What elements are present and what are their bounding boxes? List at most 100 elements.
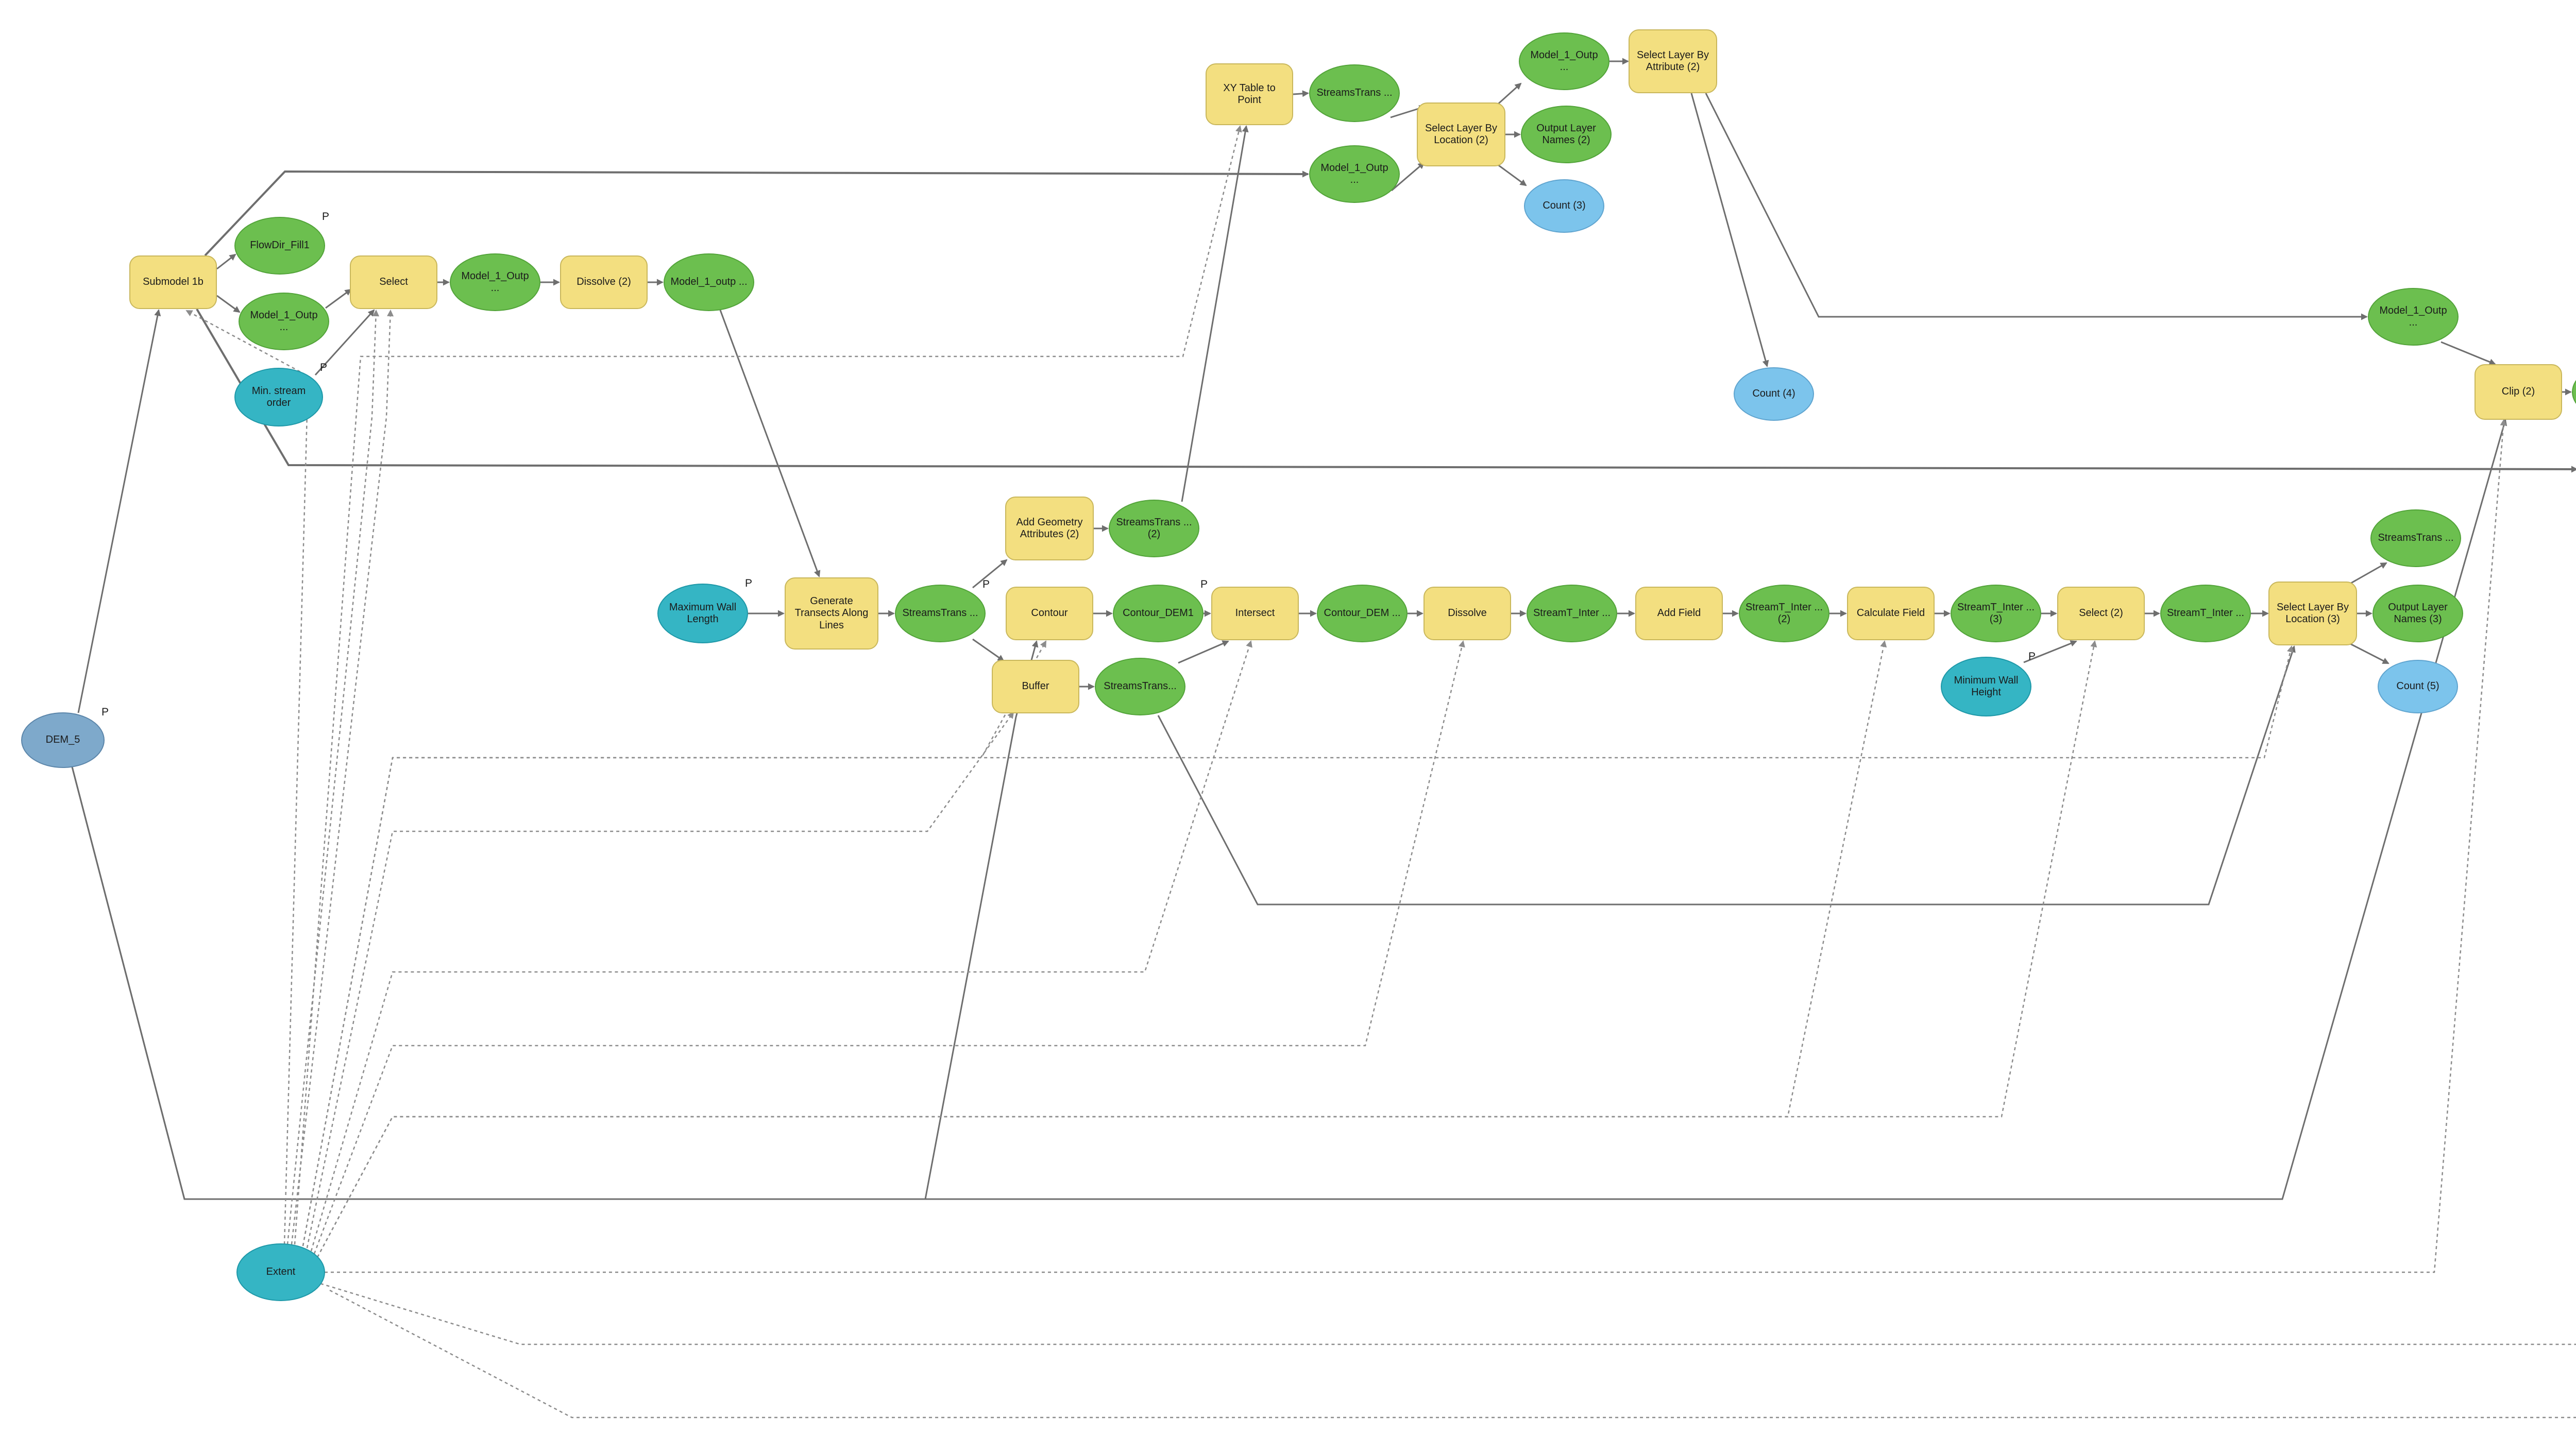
- edge-solid: [719, 310, 821, 577]
- parameter-marker: P: [2028, 651, 2036, 662]
- node-flowdir-fill1[interactable]: FlowDir_Fill1 P: [234, 211, 329, 275]
- node-label: Select Layer By Location (2): [1425, 122, 1498, 146]
- edge-solid: [972, 559, 1008, 589]
- edge-dashed: [313, 640, 1465, 1254]
- node-label: Dissolve: [1448, 607, 1487, 619]
- node-submodel1b[interactable]: Submodel 1b: [129, 255, 217, 309]
- edge-dashed: [320, 1283, 2576, 1345]
- node-dissolve[interactable]: Dissolve: [1423, 587, 1511, 640]
- node-calculate-field[interactable]: Calculate Field: [1847, 587, 1935, 640]
- node-minimum-wall-height[interactable]: Minimum Wall Height P: [1941, 651, 2036, 716]
- node-extent[interactable]: Extent: [236, 1243, 325, 1301]
- node-label: Select (2): [2079, 607, 2123, 619]
- node-generate-transects[interactable]: Generate Transects Along Lines: [785, 577, 878, 650]
- node-dissolve2[interactable]: Dissolve (2): [560, 255, 648, 309]
- node-model-1-outp-c[interactable]: Model_1_outp ...: [664, 253, 754, 311]
- node-select-layer-by-attribute-2[interactable]: Select Layer By Attribute (2): [1629, 29, 1717, 93]
- edge-solid: [2441, 341, 2496, 365]
- parameter-marker: P: [101, 706, 109, 718]
- node-label: Count (5): [2396, 680, 2439, 692]
- edge-solid: [216, 253, 236, 270]
- node-label: XY Table to Point: [1223, 82, 1276, 106]
- node-streamt-inter-2[interactable]: StreamT_Inter ... (2): [1739, 585, 1829, 642]
- edge-solid: [77, 309, 161, 713]
- node-label: Select: [379, 276, 408, 288]
- node-buffer[interactable]: Buffer: [992, 660, 1079, 713]
- edge-solid: [325, 288, 352, 309]
- node-streamt-inter-3[interactable]: StreamT_Inter ... (3): [1951, 585, 2041, 642]
- node-model-1-outp-e[interactable]: Model_1_Outp ...: [1519, 32, 1609, 90]
- node-label: Add Geometry Attributes (2): [1016, 516, 1083, 540]
- edge-solid: [314, 309, 375, 376]
- node-count-4[interactable]: Count (4): [1734, 367, 1814, 421]
- node-output-layer-names-3[interactable]: Output Layer Names (3): [2372, 585, 2463, 642]
- edge-solid: [1495, 162, 1527, 186]
- node-label: Min. stream order: [251, 385, 306, 408]
- parameter-marker: P: [321, 211, 329, 223]
- node-label: StreamsTrans ... (2): [1116, 516, 1192, 540]
- node-label: Count (3): [1543, 200, 1586, 212]
- node-select-layer-by-location-3[interactable]: Select Layer By Location (3): [2268, 582, 2357, 645]
- node-select[interactable]: Select: [350, 255, 437, 309]
- node-contour[interactable]: Contour: [1006, 587, 1093, 640]
- node-streamt-inter-b[interactable]: StreamT_Inter ...: [2160, 585, 2251, 642]
- node-count-5[interactable]: Count (5): [2378, 660, 2458, 713]
- node-add-field[interactable]: Add Field: [1635, 587, 1723, 640]
- node-model-1-outp-d[interactable]: Model_1_Outp ...: [1309, 145, 1400, 203]
- node-add-geometry-attributes-2[interactable]: Add Geometry Attributes (2): [1005, 497, 1094, 560]
- node-label: Intersect: [1235, 607, 1275, 619]
- node-streamt-inter-a[interactable]: StreamT_Inter ...: [1527, 585, 1617, 642]
- edge-dashed: [294, 125, 1242, 1245]
- node-xy-table-to-point[interactable]: XY Table to Point: [1206, 63, 1293, 125]
- node-select-2[interactable]: Select (2): [2057, 587, 2145, 640]
- node-streamstrans-c[interactable]: StreamsTrans...: [1095, 658, 1185, 715]
- edge-solid: [204, 170, 1309, 257]
- node-label: FlowDir_Fill1: [250, 240, 310, 251]
- edge-solid: [2348, 562, 2387, 586]
- node-label: Model_1_Outp ...: [461, 270, 529, 294]
- node-model-1-outp-b[interactable]: Model_1_Outp ...: [450, 253, 540, 311]
- edge-solid: [1705, 93, 2368, 320]
- node-label: Model_1_Outp ...: [2379, 304, 2447, 328]
- node-streamstrans-a[interactable]: StreamsTrans ...: [1309, 64, 1400, 122]
- node-label: StreamsTrans ...: [902, 607, 978, 619]
- edge-solid: [1181, 125, 1249, 502]
- node-contour-dem-d[interactable]: Contour_DEM ...: [1317, 585, 1408, 642]
- node-label: StreamsTrans ...: [2378, 532, 2454, 544]
- node-label: Count (4): [1752, 388, 1795, 400]
- edge-dashed: [310, 640, 1252, 1252]
- edge-solid: [71, 419, 2507, 1200]
- edge-dashed: [302, 645, 2294, 1246]
- node-label: Select Layer By Location (3): [2276, 601, 2349, 625]
- node-label: Model_1_Outp ...: [250, 309, 318, 333]
- node-clip-2[interactable]: Clip (2): [2475, 364, 2562, 420]
- node-count-3[interactable]: Count (3): [1524, 179, 1604, 233]
- node-streamstrans-b[interactable]: StreamsTrans ... P: [895, 578, 990, 642]
- node-label: Contour_DEM ...: [1324, 607, 1401, 619]
- edge-solid: [71, 640, 1039, 1200]
- node-streamstrans-2[interactable]: StreamsTrans ... (2): [1109, 500, 1199, 557]
- node-model-1-outp-f[interactable]: Model_1_Outp ...: [2368, 288, 2459, 346]
- node-select-layer-by-location-2[interactable]: Select Layer By Location (2): [1417, 103, 1505, 166]
- edge-solid: [196, 308, 2576, 473]
- edge-solid: [1293, 90, 1309, 97]
- node-label: Maximum Wall Length: [669, 601, 737, 625]
- node-intersect[interactable]: Intersect: [1211, 587, 1299, 640]
- node-label: Dissolve (2): [577, 276, 631, 288]
- parameter-marker: P: [982, 578, 990, 590]
- edge-dashed: [185, 310, 309, 1245]
- node-label: Clip (2): [2501, 386, 2535, 398]
- node-label: Minimum Wall Height: [1954, 674, 2019, 698]
- node-model-1-outp-a[interactable]: Model_1_Outp ...: [239, 293, 329, 350]
- edge-dashed: [302, 640, 1047, 1246]
- node-streamstrans-d[interactable]: StreamsTrans ...: [2370, 509, 2461, 567]
- node-output-layer-names-2[interactable]: Output Layer Names (2): [1521, 106, 1612, 163]
- edge-solid: [1157, 645, 2296, 906]
- node-label: Model_1_outp ...: [670, 276, 748, 288]
